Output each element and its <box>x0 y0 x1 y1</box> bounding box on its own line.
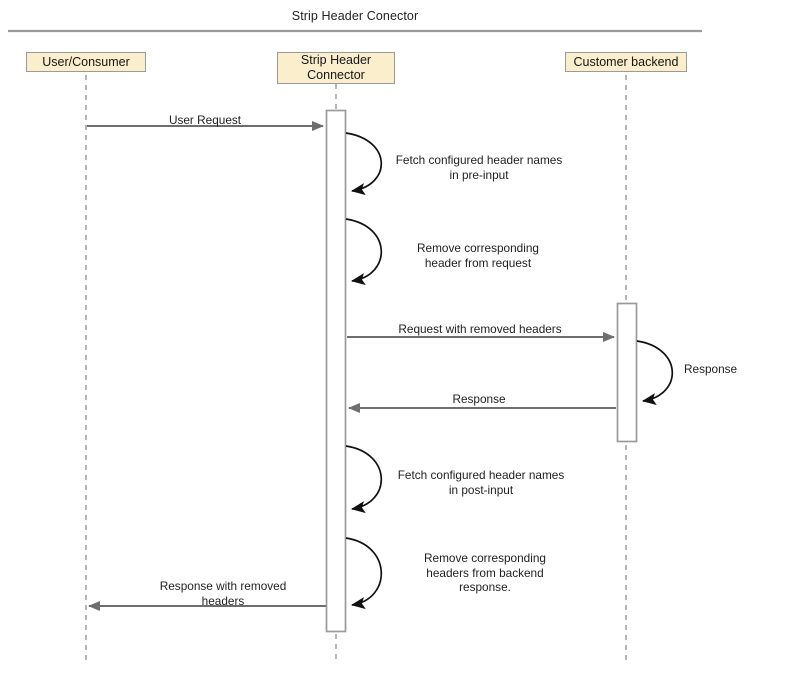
diagram-title: Strip Header Conector <box>291 9 419 23</box>
participant-label-user: User/Consumer <box>42 54 130 69</box>
activation-bar-connector <box>325 109 347 633</box>
participant-box-user[interactable]: User/Consumer <box>26 52 146 72</box>
message-label-backend-response: Response <box>684 362 738 376</box>
self-loop-fetch-pre-input <box>345 132 383 195</box>
message-label-response-to-connector: Response <box>452 392 506 406</box>
message-label-response-to-user: Response with removed headers <box>159 579 287 608</box>
activation-bar-backend <box>616 302 638 443</box>
participant-label-connector: Strip Header Connector <box>300 53 372 82</box>
message-label-remove-header-request: Remove corresponding header from request <box>417 241 539 270</box>
self-loop-backend-response <box>636 340 674 405</box>
message-label-user-request: User Request <box>168 113 242 127</box>
message-label-remove-header-response: Remove corresponding headers from backen… <box>424 551 546 594</box>
self-loop-remove-header-response <box>345 537 383 609</box>
message-label-request-removed-headers: Request with removed headers <box>398 322 562 336</box>
self-loop-remove-header-request <box>345 218 383 285</box>
participant-box-backend[interactable]: Customer backend <box>565 52 687 72</box>
self-loop-fetch-post-input <box>345 445 383 513</box>
participant-label-backend: Customer backend <box>573 54 679 69</box>
message-label-fetch-post-input: Fetch configured header names in post-in… <box>397 468 565 497</box>
participant-box-connector[interactable]: Strip Header Connector <box>277 52 395 84</box>
message-label-fetch-pre-input: Fetch configured header names in pre-inp… <box>395 153 563 182</box>
